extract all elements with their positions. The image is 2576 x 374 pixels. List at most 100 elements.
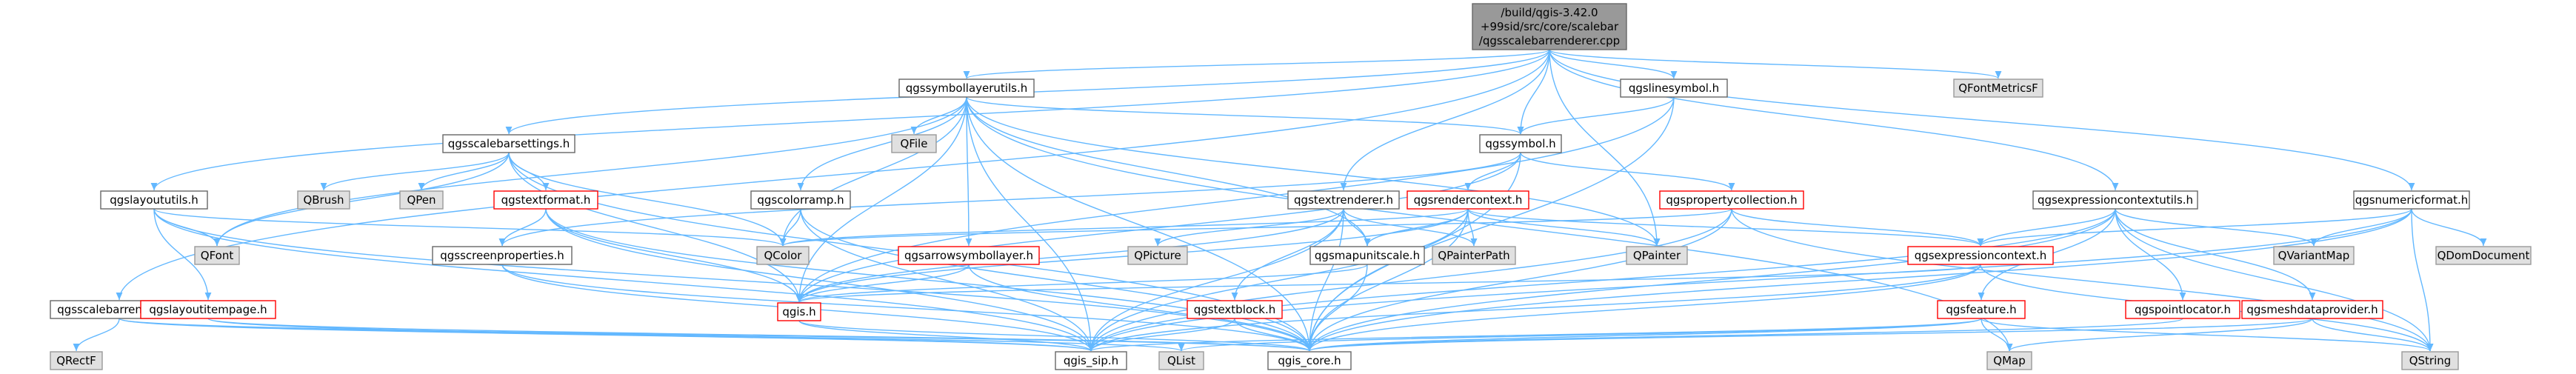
node-QPen[interactable]: QPen [399, 190, 444, 210]
edge-qgscolorramp_h-to-qgis_core_h [800, 208, 1313, 352]
node-qgsexpressioncontextutils-h[interactable]: qgsexpressioncontextutils.h [2032, 190, 2198, 210]
edge-qgsnumericformat_h-to-QDomDocument [2411, 208, 2487, 247]
node-label: qgstextblock.h [1194, 303, 1276, 316]
edge-qgsarrowsymbollayer_h-to-qgis_h [795, 264, 970, 303]
node-qgstextrenderer-h[interactable]: qgstextrenderer.h [1287, 190, 1400, 210]
node-QPicture[interactable]: QPicture [1127, 246, 1188, 265]
edge-qgsfeature_h-to-qgis_core_h [1306, 318, 1982, 352]
node-qgspointlocator-h[interactable]: qgspointlocator.h [2125, 300, 2240, 319]
edge-root-to-qgstextrenderer_h [1340, 49, 1550, 191]
edge-qgsexpressioncontextutils_h-to-qgsexpressioncontext_h [1977, 208, 2116, 247]
node-label: QFont [201, 249, 234, 262]
node-box [194, 246, 240, 265]
edge-qgsrendercontext_h-to-qgsexpressioncontext_h [1467, 208, 1984, 247]
node-box [2401, 351, 2459, 370]
node-QFile[interactable]: QFile [891, 134, 937, 153]
node-label: qgslayoututils.h [110, 193, 198, 207]
edge-root-to-QFontMetricsF [1549, 49, 2002, 79]
node-box [1055, 351, 1127, 370]
node-label: qgsrendercontext.h [1414, 193, 1523, 207]
node-label: qgspointlocator.h [2135, 303, 2231, 316]
node-QFont[interactable]: QFont [194, 246, 240, 265]
node-QList[interactable]: QList [1158, 351, 1204, 370]
node-label: qgsmapunitscale.h [1315, 249, 1420, 262]
node-qgis-h[interactable]: qgis.h [777, 302, 821, 321]
node-qgslayoututils-h[interactable]: qgslayoututils.h [100, 190, 208, 210]
edge-qgsarrowsymbollayer_h-to-qgis_core_h [968, 264, 1313, 352]
edge-qgssymbollayerutils_h-to-QPainter [966, 96, 1661, 247]
node-box [1287, 190, 1400, 210]
edge-qgis_h-to-qgis_sip_h [798, 320, 1095, 352]
node-qgsfeature-h[interactable]: qgsfeature.h [1937, 300, 2026, 319]
node-box [898, 79, 1035, 98]
node-QString[interactable]: QString [2401, 351, 2459, 370]
node-qgsscalebarsettings-h[interactable]: qgsscalebarsettings.h [442, 134, 575, 153]
node-label: QMap [1993, 354, 2025, 367]
edge-qgsrendercontext_h-to-QPainter [1467, 208, 1661, 247]
edge-qgslayoutitempage_h-to-qgis_sip_h [207, 318, 1094, 352]
edge-qgsnumericformat_h-to-qgsexpressioncontext_h [1977, 208, 2412, 247]
edge-qgslayoututils_h-to-qgis_sip_h [153, 208, 1095, 352]
edge-qgsexpressioncontext_h-to-qgis_h [796, 264, 1981, 303]
node-box [2125, 300, 2240, 319]
edge-qgstextrenderer_h-to-qgis_core_h [1306, 208, 1344, 352]
edge-qgsmeshdataprovider_h-to-qgis_core_h [1307, 318, 2313, 352]
edge-qgsfeature_h-to-qgis_sip_h [1088, 318, 1982, 352]
edge-qgssymbol_h-to-qgis_h [795, 152, 1521, 303]
node-box [1127, 246, 1188, 265]
edge-qgsscalebarsettings_h-to-QFont [213, 152, 510, 247]
node-box [2032, 190, 2198, 210]
node-QVariantMap[interactable]: QVariantMap [2273, 246, 2355, 265]
node-box [1986, 351, 2032, 370]
node-qgsnumericformat-h[interactable]: qgsnumericformat.h [2353, 190, 2470, 210]
node-label: qgstextformat.h [501, 193, 591, 207]
node-QRectF[interactable]: QRectF [50, 351, 103, 370]
node-qgis-core-h[interactable]: qgis_core.h [1267, 351, 1352, 370]
node-qgsrendercontext-h[interactable]: qgsrendercontext.h [1407, 190, 1529, 210]
edge-qgslayoututils_h-to-qgis_core_h [153, 208, 1313, 352]
edge-qgsnumericformat_h-to-qgis_sip_h [1087, 208, 2412, 352]
node-qgsmeshdataprovider-h[interactable]: qgsmeshdataprovider.h [2241, 300, 2383, 319]
node-QPainter[interactable]: QPainter [1626, 246, 1688, 265]
edge-qgslayoututils_h-to-QFont [153, 208, 221, 247]
node-QFontMetricsF[interactable]: QFontMetricsF [1953, 79, 2043, 98]
node-label: qgscolorramp.h [757, 193, 844, 207]
edge-qgsexpressioncontextutils_h-to-qgspointlocator_h [2115, 208, 2186, 301]
node-qgsexpressioncontext-h[interactable]: qgsexpressioncontext.h [1907, 246, 2054, 265]
node-QDomDocument[interactable]: QDomDocument [2435, 246, 2532, 265]
node-QBrush[interactable]: QBrush [297, 190, 350, 210]
node-label: QPen [407, 193, 436, 207]
node-qgslayoutitempage-h[interactable]: qgslayoutitempage.h [140, 300, 276, 319]
node-QMap[interactable]: QMap [1986, 351, 2032, 370]
node-qgsarrowsymbollayer-h[interactable]: qgsarrowsymbollayer.h [898, 246, 1040, 265]
node-label: QFontMetricsF [1958, 81, 2038, 95]
edge-qgssymbollayerutils_h-to-qgscolorramp_h [797, 96, 967, 191]
node-box [442, 134, 575, 153]
edge-qgspropertycollection_h-to-qgsexpressioncontext_h [1731, 208, 1984, 247]
edge-qgsnumericformat_h-to-QVariantMap [2310, 208, 2412, 247]
node-qgsmapunitscale-h[interactable]: qgsmapunitscale.h [1309, 246, 1425, 265]
node-qgslinesymbol-h[interactable]: qgslinesymbol.h [1620, 79, 1728, 98]
node-QPainterPath[interactable]: QPainterPath [1432, 246, 1516, 265]
node-qgspropertycollection-h[interactable]: qgspropertycollection.h [1659, 190, 1804, 210]
edge-qgslayoututils_h-to-qgslayoutitempage_h [153, 208, 212, 301]
node-qgssymbol-h[interactable]: qgssymbol.h [1479, 134, 1562, 153]
node-root: /build/qgis-3.42.0+99sid/src/core/scaleb… [1472, 3, 1627, 50]
node-qgscolorramp-h[interactable]: qgscolorramp.h [750, 190, 851, 210]
edge-qgstextblock_h-to-qgis_sip_h [1087, 318, 1235, 352]
edge-qgsexpressioncontext_h-to-qgis_core_h [1306, 264, 1981, 352]
node-label: qgssymbol.h [1485, 137, 1555, 150]
edge-qgslinesymbol_h-to-qgssymbol_h [1517, 96, 1675, 135]
node-qgstextblock-h[interactable]: qgstextblock.h [1187, 300, 1283, 319]
node-qgssymbollayerutils-h[interactable]: qgssymbollayerutils.h [898, 79, 1035, 98]
node-box [1659, 190, 1804, 210]
node-qgstextformat-h[interactable]: qgstextformat.h [493, 190, 598, 210]
node-QColor[interactable]: QColor [756, 246, 810, 265]
node-qgis-sip-h[interactable]: qgis_sip.h [1055, 351, 1127, 370]
edge-qgscolorramp_h-to-QColor [779, 208, 801, 247]
edge-qgspropertycollection_h-to-qgis_sip_h [1087, 208, 1732, 352]
edge-qgsexpressioncontextutils_h-to-qgis_core_h [1306, 208, 2116, 352]
node-box [2273, 246, 2355, 265]
node-qgsscreenproperties-h[interactable]: qgsscreenproperties.h [432, 246, 573, 265]
